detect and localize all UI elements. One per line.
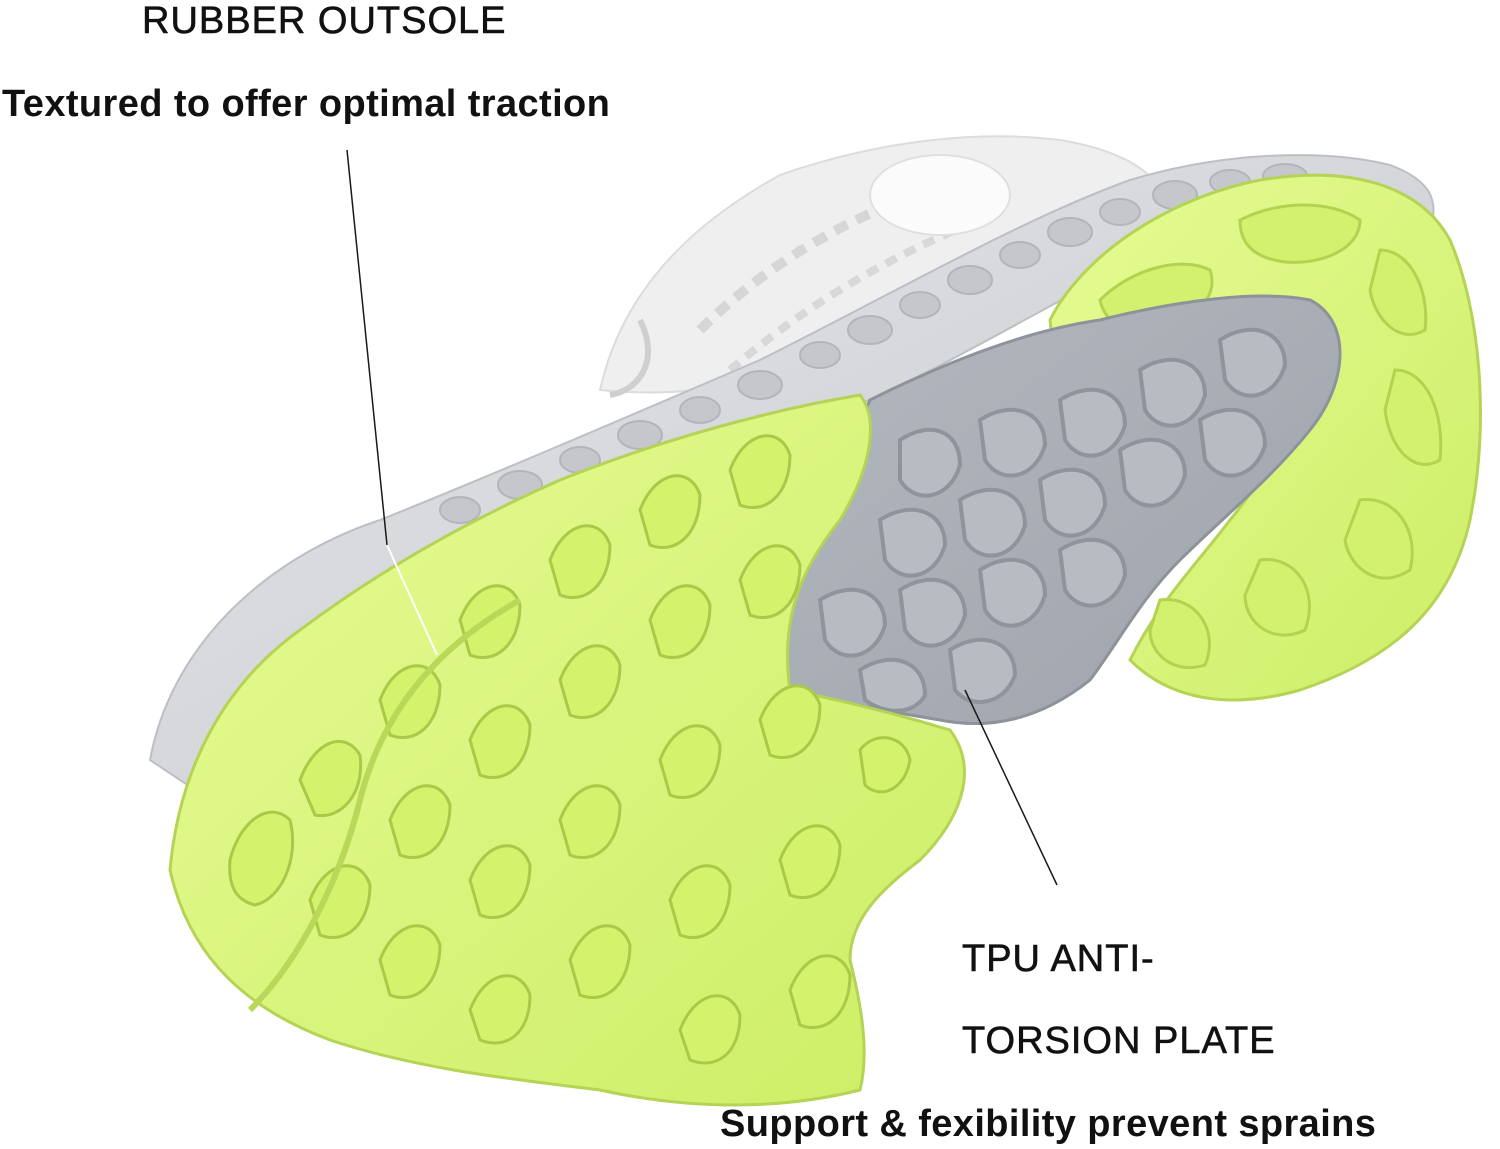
tpu-plate-leader-line	[964, 689, 1058, 886]
shoe-upper	[598, 135, 1162, 398]
forefoot-outsole	[168, 393, 966, 1107]
tpu-plate-title-line2: TORSION PLATE	[962, 1020, 1276, 1062]
rubber-outsole-title: RUBBER OUTSOLE	[142, 0, 507, 42]
rubber-outsole-leader-line-light	[386, 544, 438, 656]
tpu-plate-title-line1: TPU ANTI-	[962, 938, 1155, 980]
tpu-plate-description: Support & fexibility prevent sprains	[720, 1103, 1377, 1145]
tpu-plate	[773, 294, 1342, 726]
rubber-outsole-description: Textured to offer optimal traction	[2, 83, 611, 125]
rubber-outsole-leader-line	[346, 149, 388, 546]
